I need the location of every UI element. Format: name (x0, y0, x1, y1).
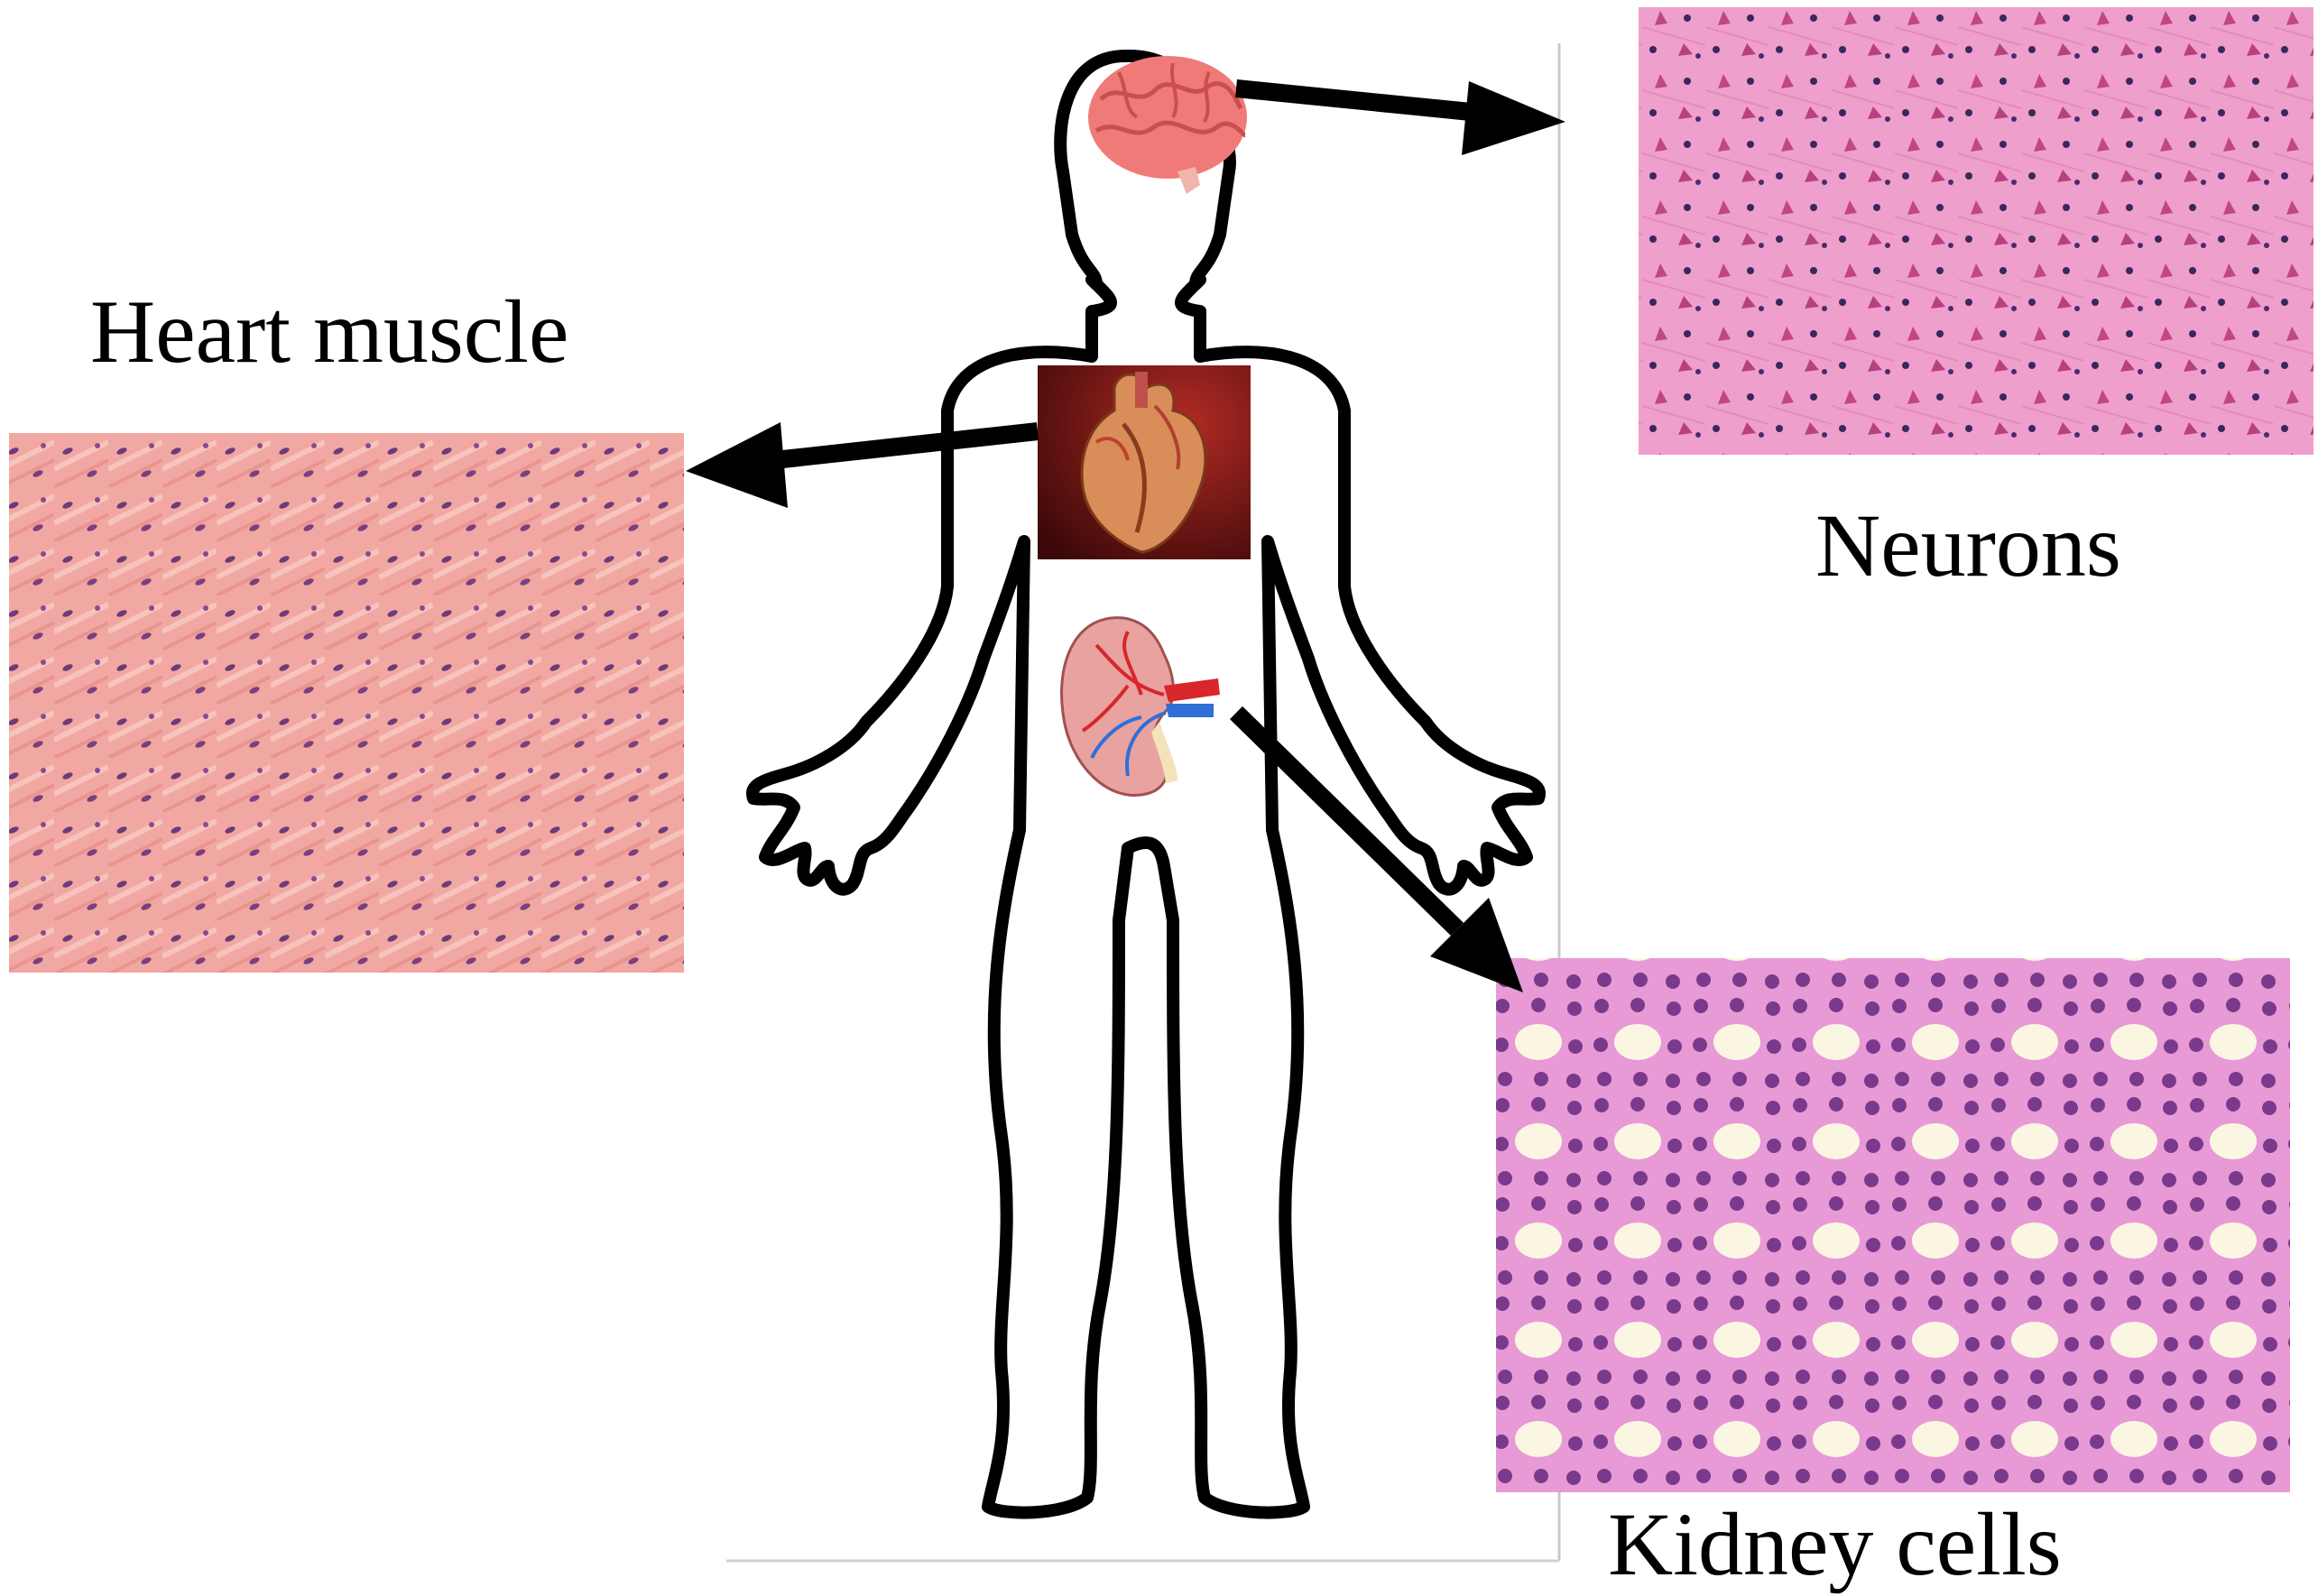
arrow-brain-to-neurons (1236, 81, 1565, 155)
kidney-icon (1062, 618, 1220, 796)
neurons-label: Neurons (1815, 501, 2121, 591)
arrow-heart-to-heart-muscle (686, 422, 1038, 508)
heart-muscle-label: Heart muscle (90, 287, 568, 377)
heart-muscle-tissue-image (9, 433, 684, 973)
heart-icon (1038, 365, 1251, 559)
kidney-cells-label: Kidney cells (1608, 1499, 2062, 1590)
neuron-tissue-image (1639, 7, 2313, 455)
kidney-tissue-image (1496, 958, 2290, 1492)
